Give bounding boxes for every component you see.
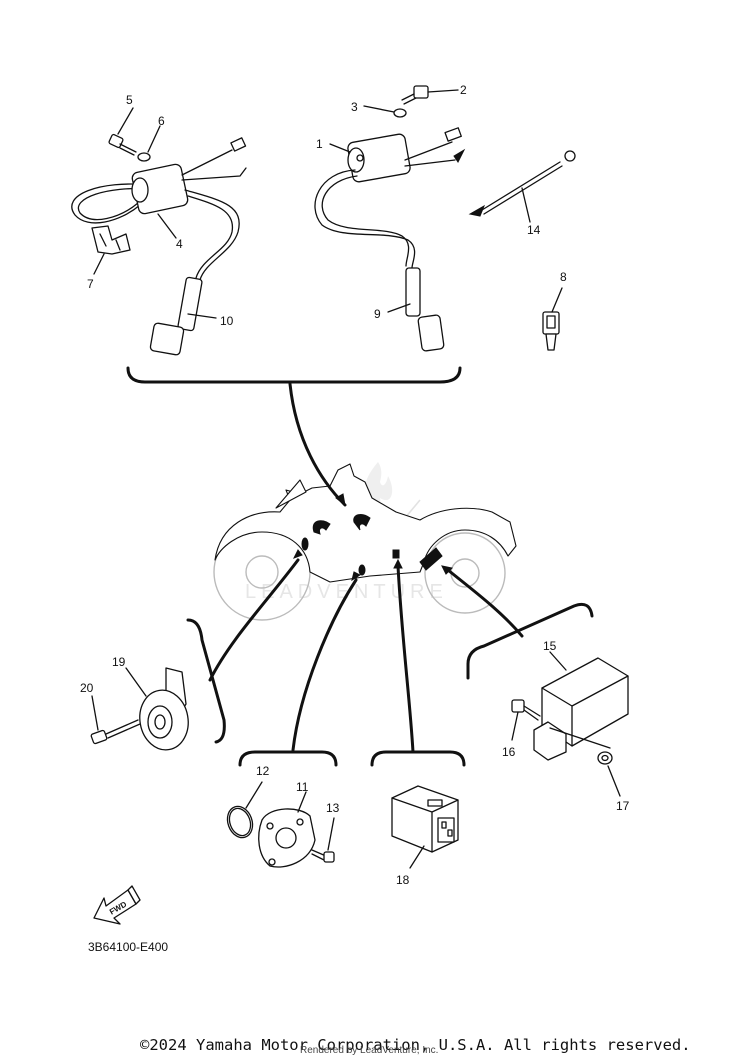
callout-16: 16 (502, 745, 516, 759)
watermark-text: LEADVENTURE (245, 581, 448, 603)
washer-6[interactable] (137, 152, 151, 162)
leader-arrows (208, 382, 524, 754)
washer-3[interactable] (393, 108, 407, 118)
ignition-coil-group (71, 85, 576, 384)
callout-6: 6 (158, 114, 165, 128)
callout-1: 1 (316, 137, 323, 151)
bolt-20[interactable] (90, 719, 141, 745)
wire-clip-8[interactable] (542, 311, 560, 351)
rendered-by: Rendered by LeadVenture, Inc. (300, 1045, 439, 1056)
horn-19[interactable] (135, 667, 193, 754)
location-markers (301, 514, 443, 576)
callout-7: 7 (87, 277, 94, 291)
callout-9: 9 (374, 307, 381, 321)
horn-group (90, 618, 226, 754)
o-ring-12[interactable] (223, 803, 256, 841)
callout-8: 8 (560, 270, 567, 284)
callout-2: 2 (460, 83, 467, 97)
callout-leaders (91, 89, 621, 869)
bolt-2[interactable] (401, 85, 429, 105)
copyright-notice: ©2024 Yamaha Motor Corporation, U.S.A. A… (140, 1036, 691, 1054)
callout-11: 11 (296, 780, 309, 794)
callout-20: 20 (80, 681, 94, 695)
callout-3: 3 (351, 100, 358, 114)
ground-lead-14[interactable] (468, 150, 576, 217)
relay-group (370, 750, 466, 853)
callout-17: 17 (616, 799, 630, 813)
ignition-coil-right[interactable] (314, 127, 466, 352)
callout-numbers: 1 2 3 4 5 6 7 8 9 10 11 12 13 14 15 16 1… (80, 83, 630, 887)
callout-5: 5 (126, 93, 133, 107)
brace-top (126, 366, 462, 384)
callout-14: 14 (527, 223, 541, 237)
callout-4: 4 (176, 237, 183, 251)
rectifier-regulator-15[interactable] (533, 657, 629, 761)
diagram-code: 3B64100-E400 (88, 940, 169, 954)
brace-relay (370, 750, 466, 767)
screw-13[interactable] (311, 849, 335, 863)
rectifier-group (466, 602, 629, 765)
brace-pickup (238, 750, 338, 767)
relay-18[interactable] (391, 785, 459, 853)
callout-13: 13 (326, 801, 340, 815)
pickup-coil-11[interactable] (258, 808, 316, 868)
callout-12: 12 (256, 764, 270, 778)
fwd-arrow-icon: FWD (93, 885, 141, 925)
callout-15: 15 (543, 639, 557, 653)
callout-10: 10 (220, 314, 234, 328)
bolt-5[interactable] (108, 133, 137, 156)
ignition-coil-left[interactable] (71, 137, 247, 356)
brace-rectifier (466, 602, 594, 680)
brace-horn (186, 618, 226, 744)
wire-clip-left[interactable] (91, 225, 131, 255)
collar-17[interactable] (597, 751, 613, 765)
callout-18: 18 (396, 873, 410, 887)
pickup-coil-group (223, 750, 338, 868)
bolt-16[interactable] (511, 699, 541, 721)
callout-19: 19 (112, 655, 126, 669)
